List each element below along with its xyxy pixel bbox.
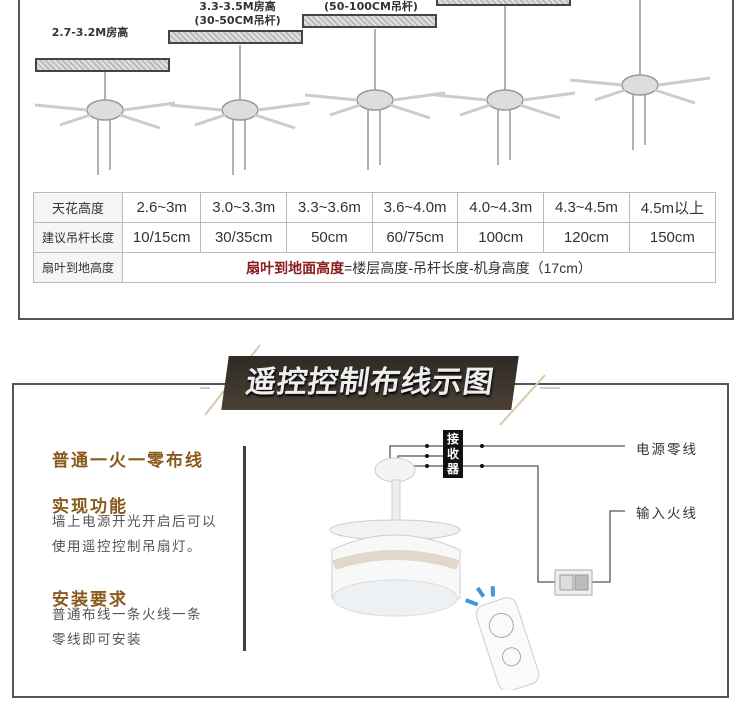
table-cell: 4.5m以上 — [628, 192, 717, 223]
ceiling-plate-4 — [436, 0, 571, 6]
function-title: 实现功能 — [52, 497, 128, 517]
ceiling-plate-3 — [302, 14, 437, 28]
ceiling-fan-icon — [34, 72, 176, 175]
section-title-banner: 遥控控制布线示图 — [221, 356, 519, 410]
wiring-diagram — [329, 444, 625, 690]
neutral-wire-label: 电源零线 — [636, 442, 698, 458]
receiver-char: 接 — [446, 432, 459, 446]
install-line-2: 零线即可安装 — [52, 632, 142, 648]
height-label-2-line2: (30-50CM吊杆) — [194, 14, 281, 27]
table-row: 建议吊杆长度 10/15cm 30/35cm 50cm 60/75cm 100c… — [33, 222, 717, 253]
formula-cell: 扇叶到地面高度=楼层高度-吊杆长度-机身高度（17cm） — [122, 252, 716, 283]
table-row: 天花高度 2.6~3m 3.0~3.3m 3.3~3.6m 3.6~4.0m 4… — [33, 192, 717, 223]
row-header: 天花高度 — [33, 192, 123, 223]
remote-control-icon — [465, 586, 540, 690]
live-wire-label: 输入火线 — [636, 506, 698, 522]
ceiling-fan-icon — [169, 45, 311, 175]
table-cell: 4.3~4.5m — [543, 192, 630, 223]
receiver-box: 接 收 器 — [443, 430, 463, 478]
function-line-2: 使用遥控控制吊扇灯。 — [52, 539, 202, 555]
table-cell: 3.6~4.0m — [371, 192, 459, 223]
table-row: 扇叶到地高度 扇叶到地面高度=楼层高度-吊杆长度-机身高度（17cm） — [33, 252, 716, 283]
fan-illustrations — [34, 0, 711, 175]
ceiling-fan-light-icon — [329, 457, 461, 617]
wiring-type-title: 普通一火一零布线 — [52, 451, 204, 471]
ceiling-fan-icon — [569, 0, 711, 150]
ceiling-plate-1 — [35, 58, 170, 72]
height-label-3-line2: (50-100CM吊杆) — [324, 0, 418, 13]
table-cell: 3.0~3.3m — [200, 192, 288, 223]
install-line-1: 普通布线一条火线一条 — [52, 607, 202, 623]
divider — [243, 446, 246, 651]
ceiling-fan-icon — [434, 6, 576, 165]
table-cell: 120cm — [543, 222, 630, 253]
table-cell: 30/35cm — [200, 222, 288, 253]
table-cell: 10/15cm — [121, 222, 202, 253]
table-cell: 2.6~3m — [121, 192, 202, 223]
formula-highlight: 扇叶到地面高度 — [246, 259, 345, 276]
table-cell: 3.3~3.6m — [286, 192, 373, 223]
row-header: 扇叶到地高度 — [33, 252, 123, 283]
table-cell: 60/75cm — [371, 222, 459, 253]
rod-length-table: 天花高度 2.6~3m 3.0~3.3m 3.3~3.6m 3.6~4.0m 4… — [33, 192, 717, 283]
formula-rest: =楼层高度-吊杆长度-机身高度（17cm） — [344, 259, 592, 276]
switch-icon — [554, 569, 593, 596]
ceiling-plate-2 — [168, 30, 303, 44]
row-header: 建议吊杆长度 — [33, 222, 123, 253]
install-title: 安装要求 — [52, 590, 128, 610]
height-label-1: 2.7-3.2M房高 — [51, 26, 129, 39]
function-line-1: 墙上电源开光开启后可以 — [52, 514, 217, 530]
receiver-char: 收 — [446, 447, 459, 461]
ceiling-fan-icon — [304, 29, 446, 170]
table-cell: 100cm — [457, 222, 545, 253]
height-guide-frame — [18, 0, 734, 320]
table-cell: 50cm — [286, 222, 373, 253]
table-cell: 4.0~4.3m — [457, 192, 545, 223]
receiver-char: 器 — [446, 462, 459, 476]
height-label-2-line1: 3.3-3.5M房高 — [199, 0, 276, 13]
table-cell: 150cm — [628, 222, 717, 253]
